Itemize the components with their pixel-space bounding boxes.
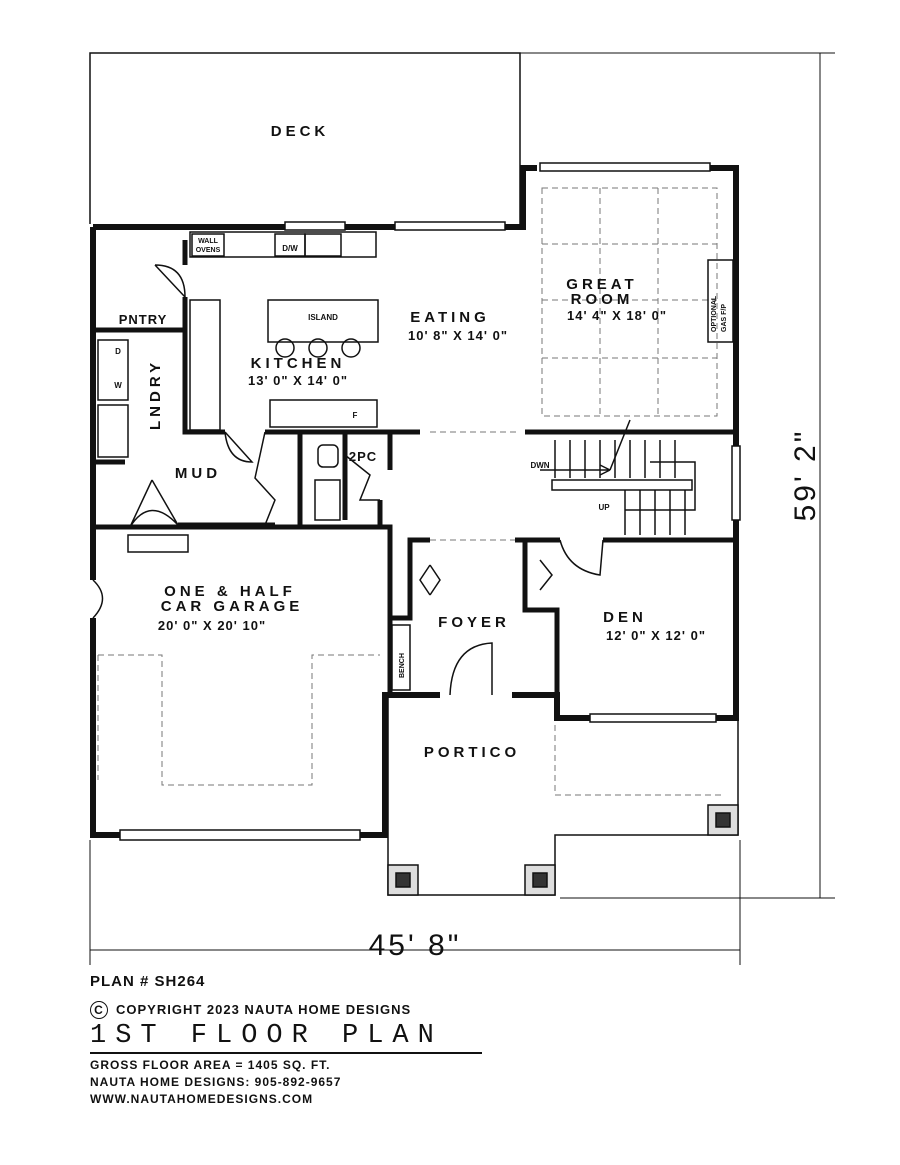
garage-label-2: CAR GARAGE [161, 598, 304, 615]
foyer-label: FOYER [438, 614, 510, 631]
washer-label: W [114, 381, 122, 390]
garage-label: ONE & HALF [164, 583, 296, 600]
wall-ovens-label-2: OVENS [196, 247, 221, 254]
portico-label: PORTICO [424, 744, 520, 761]
den-size: 12' 0" X 12' 0" [606, 628, 706, 643]
windows [119, 162, 741, 841]
copyright-line: C COPYRIGHT 2023 NAUTA HOME DESIGNS [90, 1001, 411, 1019]
laundry-label: LNDRY [147, 359, 164, 430]
kitchen-counters [189, 231, 379, 431]
overall-depth-label: 59' 2" [789, 429, 822, 522]
interior-walls [93, 240, 736, 718]
mud-label: MUD [175, 465, 221, 482]
sheet-title: 1ST FLOOR PLAN [90, 1021, 443, 1051]
deck-outline [89, 52, 521, 224]
wall-ovens-label: WALL [198, 238, 219, 245]
copyright-icon: C [90, 1001, 108, 1019]
portico [387, 259, 739, 896]
fireplace-label: OPTIONAL [711, 295, 718, 332]
island-label: ISLAND [308, 313, 338, 322]
fridge-label: F [353, 411, 358, 420]
kitchen-label: KITCHEN [251, 355, 346, 372]
dashed-lines [97, 187, 725, 796]
laundry-fixtures [97, 339, 341, 553]
eating-label: EATING [410, 309, 490, 326]
great-room-label: GREAT [566, 276, 637, 293]
stairs-up-label: UP [598, 503, 610, 512]
title-underline [90, 1052, 482, 1054]
great-room-size: 14' 4" X 18' 0" [567, 308, 667, 323]
den-label: DEN [603, 609, 647, 626]
plan-number: PLAN # SH264 [90, 973, 206, 990]
bench-label: BENCH [399, 653, 406, 678]
dishwasher-label: D/W [282, 244, 298, 253]
eating-size: 10' 8" X 14' 0" [408, 328, 508, 343]
pantry-label: PNTRY [119, 312, 168, 327]
dimension-lines [89, 52, 835, 965]
company-phone: NAUTA HOME DESIGNS: 905-892-9657 [90, 1075, 342, 1089]
stairs [540, 419, 696, 535]
stairs-down-label: DWN [530, 461, 549, 470]
garage-size: 20' 0" X 20' 10" [158, 618, 266, 633]
dryer-label: D [115, 347, 121, 356]
doors [92, 264, 604, 696]
company-website: WWW.NAUTAHOMEDESIGNS.COM [90, 1092, 314, 1106]
great-room-label-2: ROOM [571, 291, 634, 308]
gross-floor-area: GROSS FLOOR AREA = 1405 SQ. FT. [90, 1058, 331, 1072]
copyright-text: COPYRIGHT 2023 NAUTA HOME DESIGNS [116, 1002, 412, 1017]
fireplace-label-2: GAS F/P [721, 304, 728, 332]
kitchen-size: 13' 0" X 14' 0" [248, 373, 348, 388]
overall-width-label: 45' 8" [369, 929, 462, 962]
powder-room-label: 2PC [349, 449, 377, 464]
deck-label: DECK [271, 123, 330, 140]
